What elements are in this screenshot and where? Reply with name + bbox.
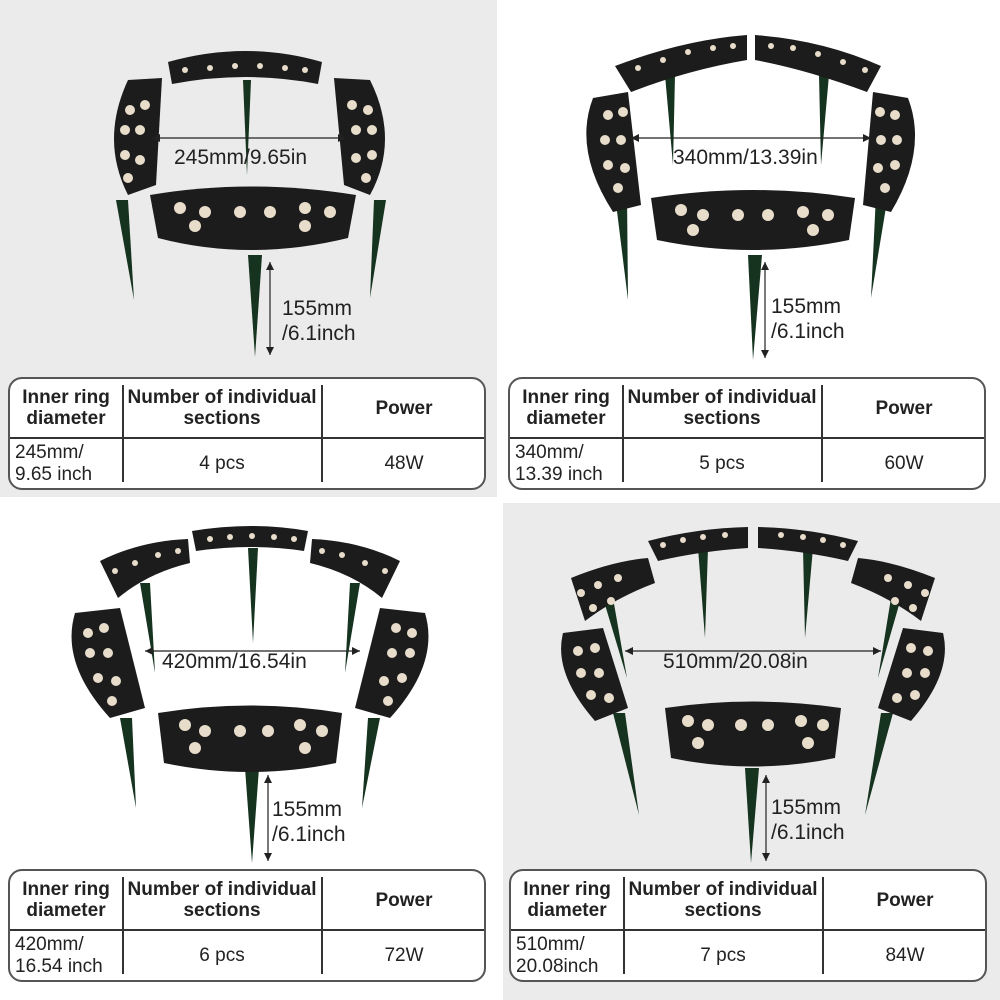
ground-stakes xyxy=(116,80,386,357)
header-inner-ring-diameter: Inner ring diameter xyxy=(22,387,110,429)
light-sections xyxy=(586,35,916,250)
dimension-lines xyxy=(631,134,871,358)
table-divider xyxy=(321,877,323,974)
table-divider xyxy=(623,877,625,974)
spec-table: Inner ring diameter Number of individual… xyxy=(8,869,486,982)
diameter-value: 420mm/ 16.54 inch xyxy=(15,934,103,977)
ring-light-illustration xyxy=(586,35,916,360)
header-inner-ring-diameter: Inner ring diameter xyxy=(523,879,611,921)
table-divider xyxy=(622,385,624,482)
led-dots xyxy=(573,532,933,749)
inner-diameter-label: 420mm/16.54in xyxy=(162,650,307,673)
dimension-lines xyxy=(152,134,346,355)
led-dots xyxy=(600,43,902,236)
diameter-value: 340mm/ 13.39 inch xyxy=(515,442,603,485)
header-inner-ring-diameter: Inner ring diameter xyxy=(522,387,610,429)
power-value: 84W xyxy=(885,945,925,966)
ground-stakes xyxy=(615,75,888,360)
header-inner-ring-diameter: Inner ring diameter xyxy=(22,879,110,921)
power-value: 48W xyxy=(384,453,424,474)
table-divider xyxy=(822,877,824,974)
ring-light-illustration xyxy=(114,51,386,357)
sections-value: 4 pcs xyxy=(199,453,245,474)
spec-table: Inner ring diameter Number of individual… xyxy=(8,377,486,490)
stake-height-label: 155mm /6.1inch xyxy=(771,796,845,844)
light-sections xyxy=(114,51,385,250)
header-power: Power xyxy=(375,889,433,911)
sections-value: 5 pcs xyxy=(699,453,745,474)
spec-table: Inner ring diameter Number of individual… xyxy=(508,377,986,490)
stake-height-label: 155mm /6.1inch xyxy=(282,297,356,345)
header-power: Power xyxy=(876,889,934,911)
header-number-of-sections: Number of individual sections xyxy=(627,387,817,429)
stake-height-label: 155mm /6.1inch xyxy=(272,798,346,846)
product-panel-420: 420mm/16.54in 155mm /6.1inch Inner ring … xyxy=(0,503,497,1000)
spec-table: Inner ring diameter Number of individual… xyxy=(509,869,987,982)
stake-height-label: 155mm /6.1inch xyxy=(771,295,845,343)
inner-diameter-label: 245mm/9.65in xyxy=(174,146,308,169)
header-number-of-sections: Number of individual sections xyxy=(127,879,317,921)
sections-value: 6 pcs xyxy=(199,945,245,966)
power-value: 72W xyxy=(384,945,424,966)
power-value: 60W xyxy=(884,453,924,474)
table-divider xyxy=(821,385,823,482)
inner-diameter-label: 340mm/13.39in xyxy=(673,146,818,169)
ground-stakes xyxy=(603,548,901,863)
ring-light-illustration xyxy=(561,527,945,863)
header-power: Power xyxy=(375,397,433,419)
led-dots xyxy=(83,533,417,754)
header-number-of-sections: Number of individual sections xyxy=(127,387,317,429)
diameter-value: 510mm/ 20.08inch xyxy=(516,934,599,977)
table-divider xyxy=(10,437,484,439)
table-divider xyxy=(10,929,484,931)
led-dots xyxy=(120,63,377,232)
table-divider xyxy=(122,385,124,482)
dimension-lines xyxy=(145,647,360,861)
ring-light-illustration xyxy=(71,526,429,863)
product-panel-510: 510mm/20.08in 155mm /6.1inch Inner ring … xyxy=(503,503,1000,1000)
header-number-of-sections: Number of individual sections xyxy=(628,879,818,921)
inner-diameter-label: 510mm/20.08in xyxy=(663,650,808,673)
dimension-lines xyxy=(625,647,881,861)
header-power: Power xyxy=(875,397,933,419)
table-divider xyxy=(321,385,323,482)
table-divider xyxy=(122,877,124,974)
table-divider xyxy=(510,437,984,439)
product-panel-245: 245mm/9.65in 155mm /6.1inch Inner ring d… xyxy=(0,0,497,497)
sections-value: 7 pcs xyxy=(700,945,746,966)
table-divider xyxy=(511,929,985,931)
diameter-value: 245mm/ 9.65 inch xyxy=(15,442,93,485)
product-panel-340: 340mm/13.39in 155mm /6.1inch Inner ring … xyxy=(503,0,1000,497)
